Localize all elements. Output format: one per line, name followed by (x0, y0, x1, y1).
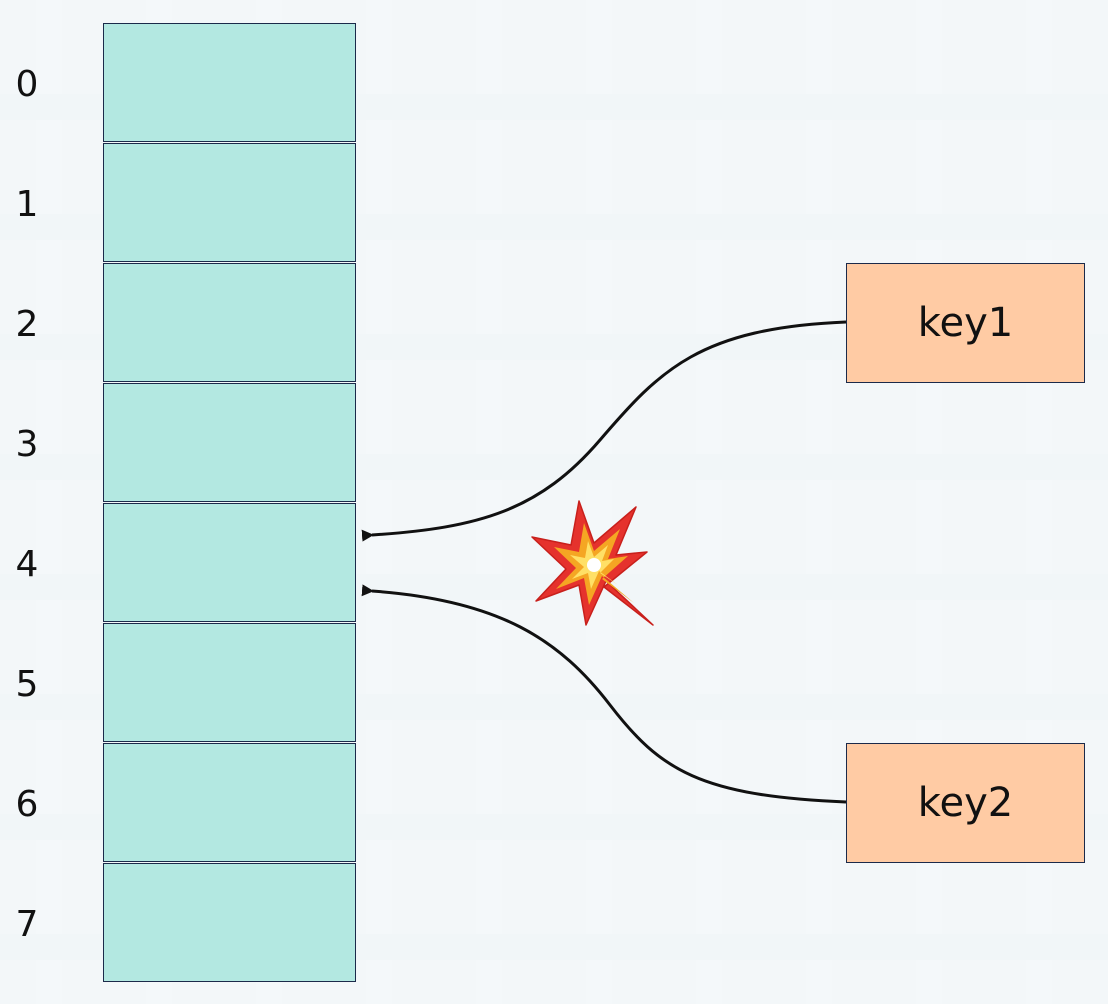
index-label-1: 1 (15, 184, 39, 225)
bucket-2 (103, 263, 356, 382)
key-box-key1: key1 (846, 263, 1085, 383)
index-label-0: 0 (15, 64, 39, 105)
bucket-1 (103, 143, 356, 262)
index-label-7: 7 (15, 904, 39, 945)
bucket-5 (103, 623, 356, 742)
index-label-2: 2 (15, 304, 39, 345)
arrow-key1-to-bucket-4 (361, 320, 847, 542)
index-label-3: 3 (15, 424, 39, 465)
collision-icon (531, 500, 654, 626)
key-box-key2: key2 (846, 743, 1085, 863)
key-label-key1: key1 (917, 300, 1014, 346)
bucket-4 (103, 503, 356, 622)
index-label-6: 6 (15, 784, 39, 825)
bucket-6 (103, 743, 356, 862)
index-label-4: 4 (15, 544, 39, 585)
bucket-7 (103, 863, 356, 982)
key-label-key2: key2 (917, 780, 1014, 826)
bucket-0 (103, 23, 356, 142)
index-label-5: 5 (15, 664, 39, 705)
arrow-key2-to-bucket-4 (361, 584, 847, 804)
bucket-3 (103, 383, 356, 502)
